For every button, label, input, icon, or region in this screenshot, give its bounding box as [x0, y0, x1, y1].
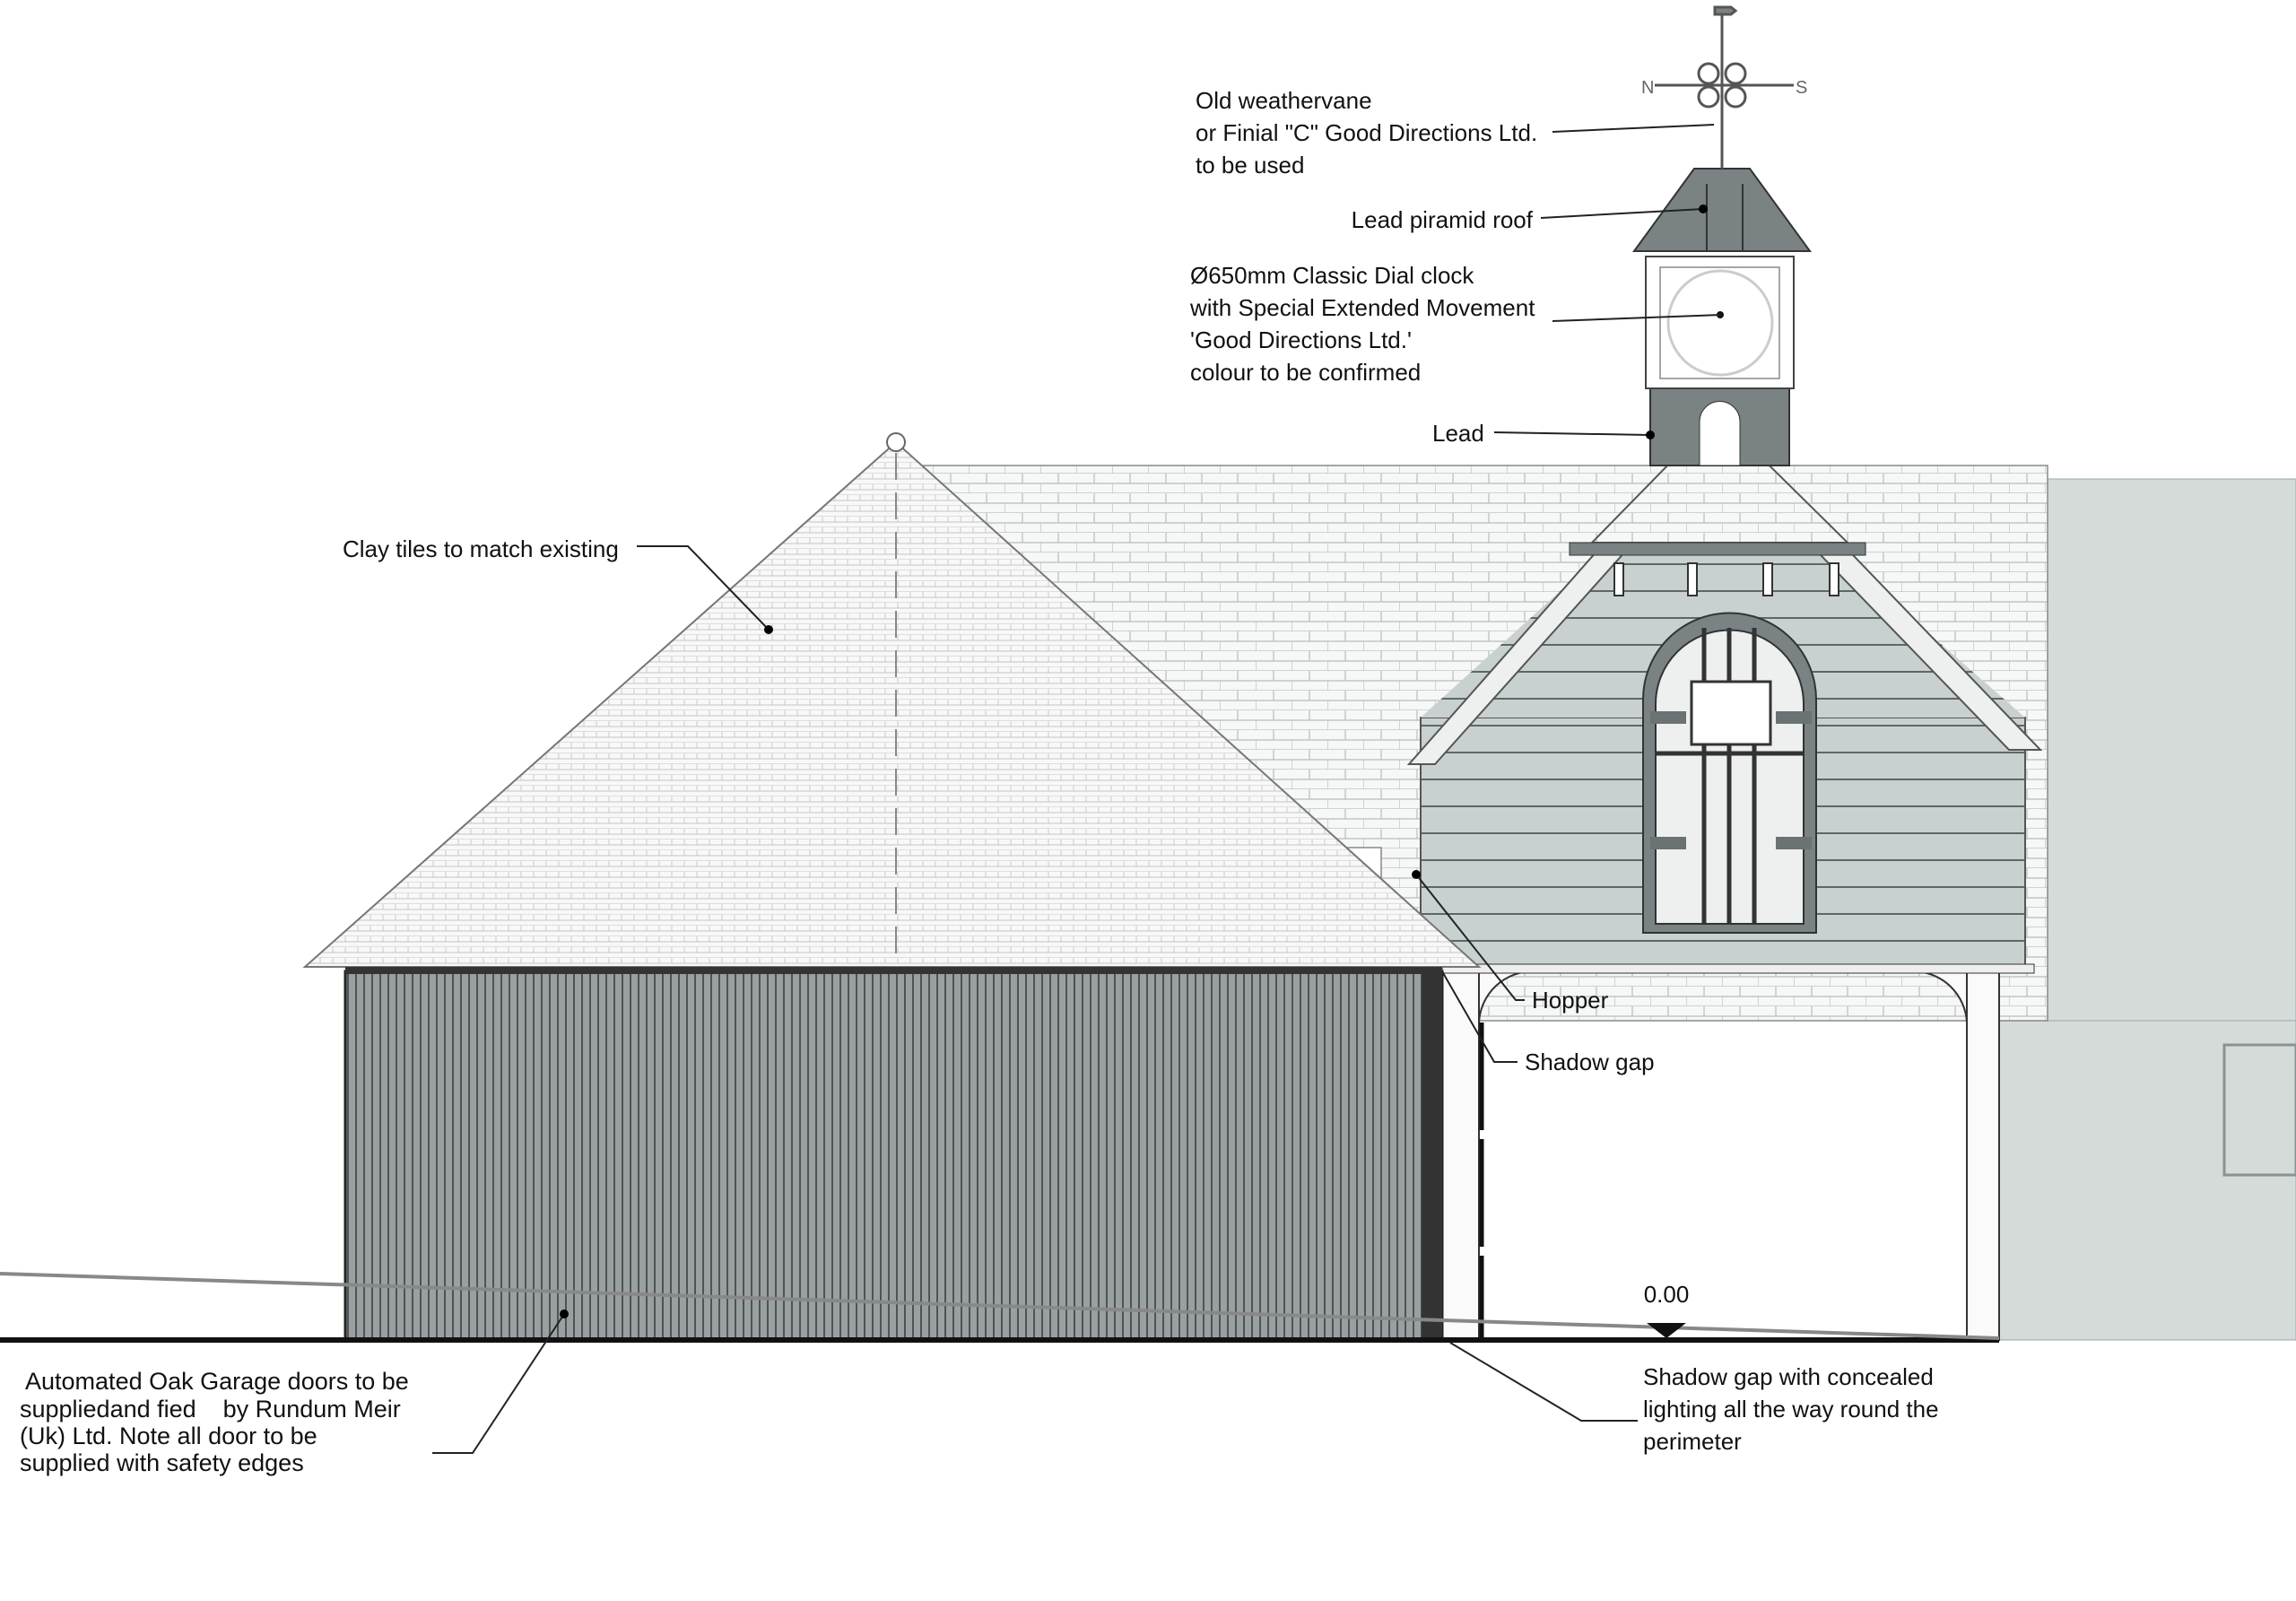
clock-label-3: 'Good Directions Ltd.' — [1190, 326, 1412, 353]
garage-doors-note-3: (Uk) Ltd. Note all door to be — [20, 1423, 317, 1449]
roof-rolls — [1706, 184, 1744, 251]
leader-lines — [432, 124, 1722, 1454]
eaves-fascia — [345, 967, 1442, 974]
garage-doors-note-2: suppliedand fied by Rundum Meir — [20, 1396, 401, 1423]
lead-pyramid-roof — [1632, 168, 1812, 252]
window-mullions — [1656, 628, 1804, 924]
clay-tiles-label: Clay tiles to match existing — [343, 535, 619, 562]
shadow-gap-lighting-1: Shadow gap with concealed — [1643, 1363, 1934, 1390]
clock-label-1: Ø650mm Classic Dial clock — [1190, 262, 1474, 289]
weathervane-label-3: to be used — [1196, 152, 1304, 178]
clock-inner — [1659, 266, 1780, 379]
clock-label-4: colour to be confirmed — [1190, 359, 1421, 386]
weathervane-label-2: or Finial "C" Good Directions Ltd. — [1196, 119, 1537, 146]
shadow-gap-label: Shadow gap — [1525, 1048, 1655, 1075]
garage-doors — [344, 970, 1444, 1342]
level-label: 0.00 — [1644, 1281, 1690, 1308]
window-pane-grid — [1690, 680, 1772, 746]
clock-label-2: with Special Extended Movement — [1189, 294, 1535, 321]
clock-dial-icon — [1666, 269, 1774, 377]
garage-doors-note-4: supplied with safety edges — [20, 1449, 304, 1476]
compass-south: S — [1796, 78, 1807, 98]
window-hinges — [1650, 711, 1812, 849]
dormer-cornice — [1569, 542, 1866, 556]
garage-doors-note-1: Automated Oak Garage doors to be — [20, 1368, 409, 1395]
dormer-brackets — [1613, 562, 1839, 596]
dormer-gable-boards — [1421, 448, 2025, 718]
weathervane-label-1: Old weathervane — [1196, 87, 1372, 114]
garage-corner — [1422, 971, 1442, 1340]
adjacent-building-window — [2222, 1043, 2296, 1177]
compass-north: N — [1641, 78, 1654, 98]
beam — [1441, 963, 2035, 974]
lead-label: Lead — [1432, 420, 1484, 447]
hopper-label: Hopper — [1532, 987, 1609, 1014]
cone-finial — [886, 432, 906, 452]
post-right — [1966, 970, 2000, 1341]
shadow-gap-lighting-2: lighting all the way round the — [1643, 1396, 1939, 1423]
shadow-gap-lighting-3: perimeter — [1643, 1428, 1742, 1455]
level-marker-icon — [1647, 1323, 1686, 1338]
tower-base-arch — [1699, 401, 1741, 466]
lead-roof-label: Lead piramid roof — [1352, 206, 1534, 233]
weathervane-icon — [1655, 5, 1794, 169]
adjacent-building-lower — [1998, 1020, 2296, 1341]
